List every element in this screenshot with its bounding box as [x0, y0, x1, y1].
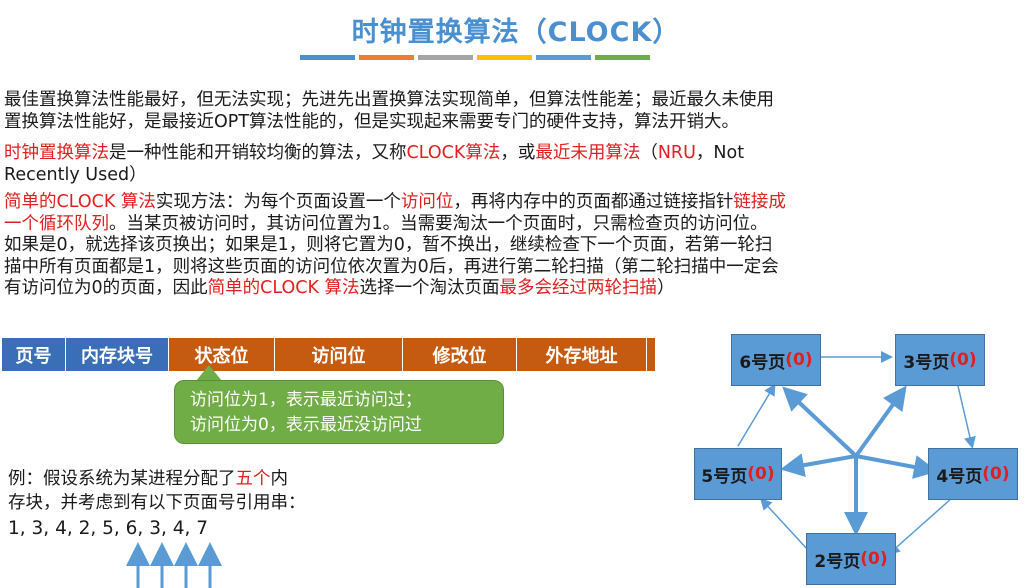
text-segment: （	[640, 143, 658, 163]
title-underline-bars	[300, 55, 650, 60]
hand-to-4	[855, 454, 938, 479]
slide-title: 时钟置换算法（CLOCK）	[351, 17, 681, 48]
column-modified-bit: 修改位	[403, 338, 517, 371]
implementation-paragraph: 简单的CLOCK 算法实现方法：为每个页面设置一个访问位，再将内存中的页面都通过…	[4, 192, 994, 300]
intro-line-1: 最佳置换算法性能最好，但无法实现；先进先出置换算法实现简单，但算法性能差；最近最…	[4, 90, 774, 110]
term-simple-clock-2: 简单的CLOCK 算法	[207, 278, 360, 298]
node-label: 2号页	[814, 551, 861, 572]
callout-line-2: 访问位为0，表示最近没访问过	[190, 415, 422, 435]
callout-tail	[196, 365, 222, 381]
title-bar-5	[536, 55, 591, 60]
intro-paragraph: 最佳置换算法性能最好，但无法实现；先进先出置换算法实现简单，但算法性能差；最近最…	[4, 90, 994, 133]
term-circular-queue: 一个循环队列	[4, 213, 109, 234]
reference-string: 1, 3, 4, 2, 5, 6, 3, 4, 7	[8, 518, 209, 539]
node-access-bit: (0)	[982, 464, 1010, 484]
example-five-frames: 五个	[235, 469, 271, 489]
example-line-2: 存块，并考虑到有以下页面号引用串：	[8, 493, 306, 513]
term-nru: 最近未用算法	[535, 143, 641, 163]
hand-to-5	[780, 453, 857, 478]
term-clock-algorithm: CLOCK算法	[406, 143, 501, 163]
column-page-number: 页号	[2, 338, 66, 371]
column-frame-number: 内存块号	[66, 338, 169, 371]
example-text: 例：假设系统为某进程分配了五个内 存块，并考虑到有以下页面号引用串：	[8, 467, 378, 515]
node-label: 4号页	[936, 466, 983, 487]
node-access-bit: (0)	[785, 350, 813, 370]
text-segment: 有访问位为0的页面，因此	[4, 278, 208, 298]
text-segment: 实现方法：为每个页面设置一个	[155, 192, 401, 212]
definition-line-2: Recently Used）	[4, 164, 147, 185]
node-label: 3号页	[903, 352, 950, 373]
impl-line-2: 一个循环队列。当某页被访问时，其访问位置为1。当需要淘汰一个页面时，只需检查页的…	[4, 214, 994, 236]
text-segment: 例：假设系统为某进程分配了	[8, 469, 236, 489]
example-line-1: 例：假设系统为某进程分配了五个内	[8, 467, 378, 491]
access-bit-callout: 访问位为1，表示最近访问过； 访问位为0，表示最近没访问过	[174, 380, 504, 444]
clock-definition-paragraph: 时钟置换算法是一种性能和开销较均衡的算法，又称CLOCK算法，或最近未用算法（N…	[4, 143, 994, 186]
link-4-2	[887, 497, 953, 555]
text-segment: 是一种性能和开销较均衡的算法，又称	[109, 143, 407, 163]
clock-hands	[780, 385, 938, 536]
hand-to-3	[854, 385, 907, 458]
node-label: 5号页	[701, 466, 748, 487]
text-segment: ）	[657, 278, 675, 298]
link-3-4	[957, 385, 976, 449]
term-nru-abbr: NRU	[657, 143, 696, 163]
clock-node-slot-2: 2号页(0)	[806, 533, 896, 585]
link-2-5	[759, 497, 809, 551]
text-segment: 。当某页被访问时，其访问位置为1。当需要淘汰一个页面时，只需检查页的访问位。	[109, 213, 768, 234]
term-simple-clock: 简单的CLOCK 算法	[4, 192, 156, 212]
text-segment: ，Not	[695, 143, 745, 163]
title-bar-3	[418, 55, 473, 60]
impl-line-4: 描中所有页面都是1，则将这些页面的访问位依次置为0后，再进行第二轮扫描（第二轮扫…	[4, 256, 779, 277]
page-table-header: 页号 内存块号 状态位 访问位 修改位 外存地址	[2, 338, 655, 371]
impl-line-3: 如果是0，就选择该页换出；如果是1，则将它置为0，暂不换出，继续检查下一个页面，…	[4, 235, 773, 255]
term-two-rounds: 最多会经过两轮扫描	[499, 278, 658, 298]
clock-node-slot-3: 3号页(0)	[895, 334, 985, 386]
link-5-1	[737, 383, 776, 447]
title-bar-1	[300, 55, 355, 60]
intro-line-2: 置换算法性能好，是最接近OPT算法性能的，但是实现起来需要专门的硬件支持，算法开…	[4, 111, 740, 132]
definition-line-1: 时钟置换算法是一种性能和开销较均衡的算法，又称CLOCK算法，或最近未用算法（N…	[4, 143, 994, 165]
clock-node-slot-4: 4号页(0)	[928, 448, 1018, 500]
node-label: 6号页	[739, 352, 786, 373]
column-swap-address: 外存地址	[517, 338, 647, 371]
hand-to-1	[782, 386, 858, 458]
title-bar-2	[359, 55, 414, 60]
queue-links	[737, 351, 976, 555]
text-segment: ，再将内存中的页面都通过链接指针	[453, 192, 734, 212]
column-status-bit: 状态位	[169, 338, 275, 371]
term-access-bit: 访问位	[400, 192, 454, 212]
node-access-bit: (0)	[747, 464, 775, 484]
callout-line-1: 访问位为1，表示最近访问过；	[190, 390, 422, 410]
text-segment: 内	[270, 469, 289, 489]
node-access-bit: (0)	[949, 350, 977, 370]
node-access-bit: (0)	[860, 549, 888, 569]
clock-node-slot-5: 5号页(0)	[694, 448, 782, 500]
column-overflow	[647, 338, 655, 371]
title-bar-4	[477, 55, 532, 60]
term-clock-replacement: 时钟置换算法	[4, 143, 109, 163]
text-segment: ，或	[500, 143, 536, 163]
column-access-bit: 访问位	[275, 338, 403, 371]
text-segment: 选择一个淘汰页面	[359, 278, 500, 298]
impl-line-5: 有访问位为0的页面，因此简单的CLOCK 算法选择一个淘汰页面最多会经过两轮扫描…	[4, 278, 994, 300]
title-bar-6	[595, 55, 650, 60]
impl-line-1: 简单的CLOCK 算法实现方法：为每个页面设置一个访问位，再将内存中的页面都通过…	[4, 192, 994, 214]
pointer-arrows	[126, 542, 222, 588]
term-link: 链接成	[733, 192, 786, 212]
clock-node-slot-1: 6号页(0)	[731, 334, 821, 386]
